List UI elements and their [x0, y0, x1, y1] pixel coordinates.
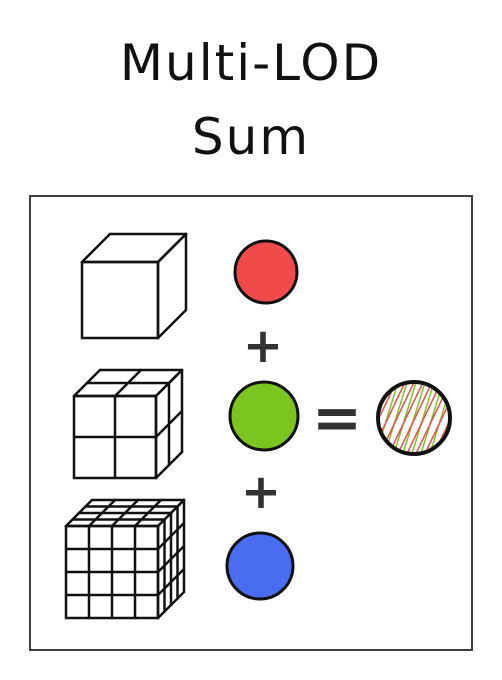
plus-sign: + [241, 464, 281, 520]
diagram-frame [29, 195, 473, 651]
equals-sign: = [312, 383, 362, 453]
green-circle [228, 380, 300, 452]
cube-lod-2 [64, 498, 186, 620]
title-line-1: Multi-LOD [119, 34, 383, 92]
blue-circle [225, 531, 295, 601]
title-line-2: Sum [191, 108, 311, 166]
plus-sign: + [243, 318, 283, 374]
red-circle [233, 239, 299, 305]
cube-lod-1 [72, 368, 184, 480]
cube-lod-0 [80, 232, 188, 340]
